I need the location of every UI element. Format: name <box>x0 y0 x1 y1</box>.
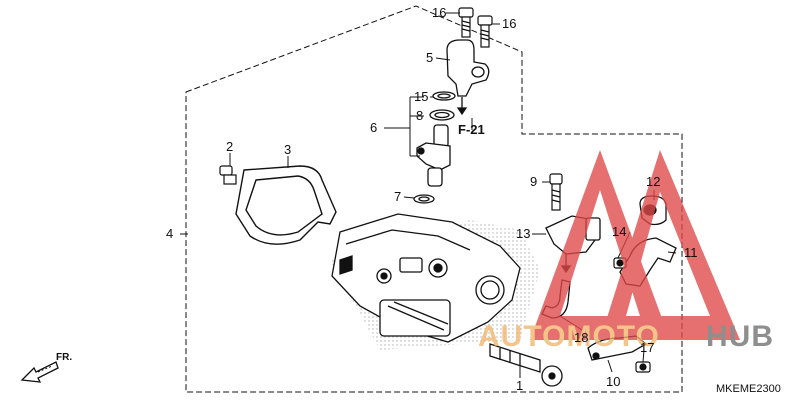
reference-label: F-21 <box>458 122 485 137</box>
callout-11: 11 <box>684 245 698 260</box>
callout-5: 5 <box>426 50 433 65</box>
throttle-body-1 <box>331 213 521 343</box>
assembly-boundary <box>185 5 683 393</box>
callout-6: 6 <box>370 120 377 135</box>
o-ring-8 <box>429 109 455 121</box>
front-arrow-icon: FR. <box>20 352 72 383</box>
cover-3 <box>235 165 337 245</box>
o-ring-15 <box>432 91 456 101</box>
callout-3: 3 <box>284 142 291 157</box>
bolt-14 <box>613 257 627 269</box>
callout-labels: 16 16 5 15 8 6 7 2 3 4 9 13 12 14 11 18 … <box>166 5 698 393</box>
callout-12: 12 <box>646 174 660 189</box>
callout-9: 9 <box>530 174 537 189</box>
callout-16-left: 16 <box>432 5 446 20</box>
o-ring-7 <box>413 194 435 204</box>
bolt-9 <box>549 173 563 211</box>
callout-8: 8 <box>416 108 423 123</box>
watermark-text-hub: HUB <box>706 320 774 353</box>
diagram-code: MKEME2300 <box>716 383 781 395</box>
callout-10: 10 <box>606 374 620 389</box>
callout-7: 7 <box>394 189 401 204</box>
bolt-16-right <box>477 15 493 48</box>
callout-13: 13 <box>516 226 530 241</box>
callout-17: 17 <box>640 340 654 355</box>
callout-2: 2 <box>226 139 233 154</box>
callout-16-right: 16 <box>502 16 516 31</box>
callout-1: 1 <box>516 378 523 393</box>
callout-14: 14 <box>612 224 626 239</box>
callout-18: 18 <box>574 330 588 345</box>
screw-17 <box>635 361 651 373</box>
callout-15: 15 <box>414 89 428 104</box>
bolt-16-left <box>458 7 474 38</box>
front-label: FR. <box>56 352 72 363</box>
fuel-injector-6 <box>416 124 451 187</box>
shaft-gear-1 <box>489 343 563 387</box>
sensor-5 <box>446 39 490 116</box>
watermark-logo: AUTOMOTO HUB <box>478 150 774 353</box>
watermark-text-auto: AUTOMOTO <box>478 320 660 353</box>
bolt-2 <box>219 165 237 185</box>
callout-4: 4 <box>166 226 173 241</box>
